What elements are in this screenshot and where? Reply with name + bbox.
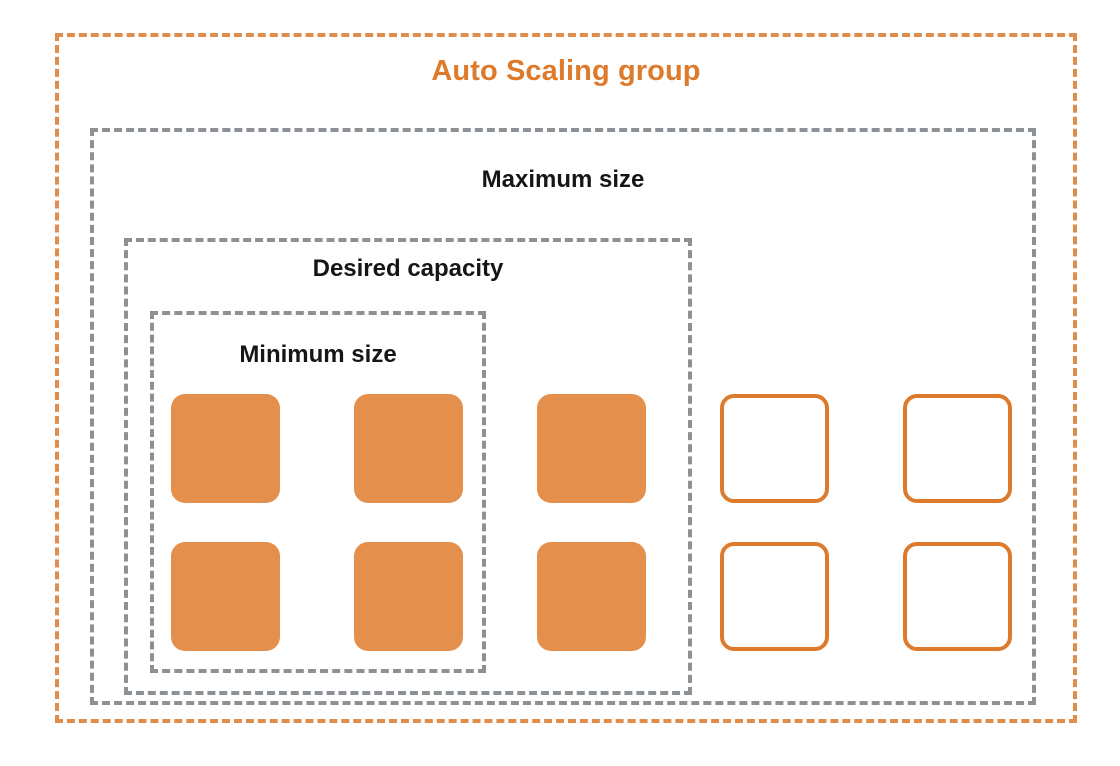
minimum-size-boundary bbox=[150, 311, 486, 673]
instance-square-outline-r2c5 bbox=[903, 542, 1012, 651]
instance-square-filled-r2c1 bbox=[171, 542, 280, 651]
desired-capacity-boundary bbox=[124, 238, 692, 695]
desired-capacity-label: Desired capacity bbox=[312, 255, 504, 282]
instance-square-outline-r1c4 bbox=[720, 394, 829, 503]
minimum-size-label: Minimum size bbox=[239, 341, 397, 368]
instance-square-filled-r2c2 bbox=[354, 542, 463, 651]
instance-square-outline-r2c4 bbox=[720, 542, 829, 651]
instance-square-filled-r1c3 bbox=[537, 394, 646, 503]
maximum-size-boundary bbox=[90, 128, 1036, 705]
instance-square-filled-r1c1 bbox=[171, 394, 280, 503]
auto-scaling-group-label: Auto Scaling group bbox=[431, 55, 701, 87]
auto-scaling-group-boundary bbox=[55, 33, 1077, 723]
instance-square-filled-r1c2 bbox=[354, 394, 463, 503]
instance-square-filled-r2c3 bbox=[537, 542, 646, 651]
maximum-size-label: Maximum size bbox=[481, 166, 645, 193]
instance-square-outline-r1c5 bbox=[903, 394, 1012, 503]
